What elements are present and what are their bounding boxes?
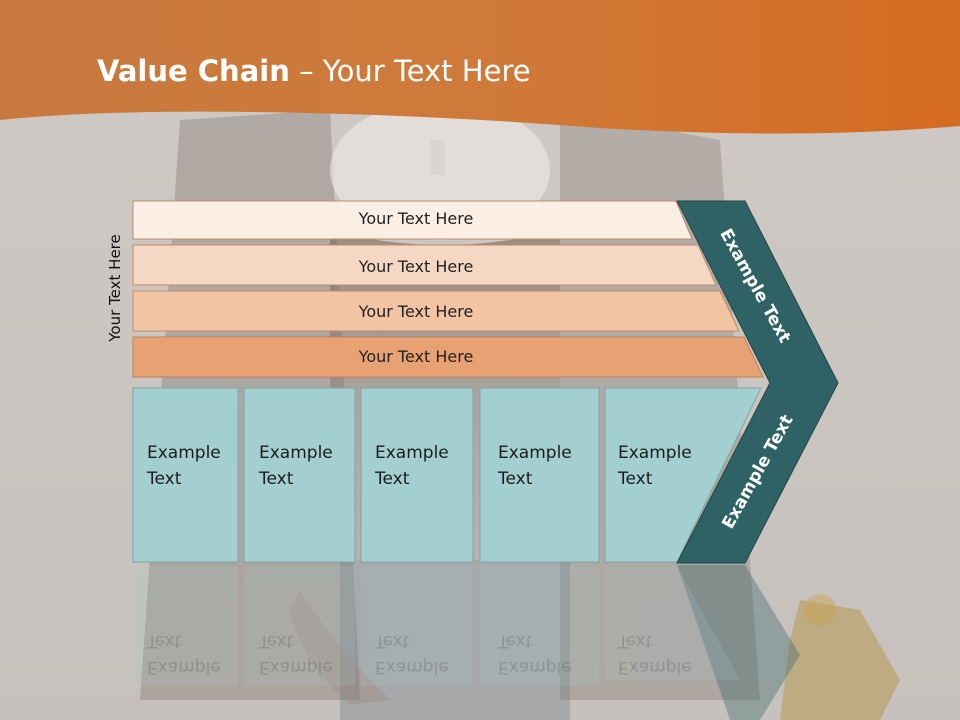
column-2-line2: Text: [259, 469, 294, 489]
title-rest: – Your Text Here: [289, 54, 531, 88]
row-4-label: Your Text Here: [358, 347, 474, 366]
row-1-label: Your Text Here: [358, 209, 474, 228]
column-3-shape: [360, 387, 474, 563]
column-4-shape: [479, 387, 600, 563]
column-2-shape: [243, 387, 356, 563]
column-4-label: Example Text: [498, 440, 572, 492]
column-4-line2: Text: [498, 469, 533, 489]
row-2-shape: [132, 244, 717, 286]
column-3-label: Example Text: [375, 440, 449, 492]
row-4-shape: [132, 336, 764, 378]
row-1-shape: [132, 200, 693, 240]
column-1-label: Example Text: [147, 440, 221, 492]
column-1-shape: [132, 387, 239, 563]
columns-reflection: [133, 566, 740, 686]
column-1-line2: Text: [147, 469, 182, 489]
column-3-line2: Text: [375, 469, 410, 489]
title-bold: Value Chain: [97, 54, 290, 88]
row-2-label: Your Text Here: [358, 257, 474, 276]
column-4-line1: Example: [498, 443, 572, 463]
column-2-line1: Example: [259, 443, 333, 463]
chevron-reflection: [677, 565, 800, 720]
header-band: [0, 0, 960, 134]
column-5-line2: Text: [618, 469, 653, 489]
column-5-line1: Example: [618, 443, 692, 463]
chevron-shape: [676, 200, 839, 564]
row-3-shape: [132, 290, 740, 332]
row-3-label: Your Text Here: [358, 302, 474, 321]
column-2-label: Example Text: [259, 440, 333, 492]
column-1-line1: Example: [147, 443, 221, 463]
column-3-line1: Example: [375, 443, 449, 463]
page-title: Value Chain – Your Text Here: [97, 54, 531, 88]
column-5-label: Example Text: [618, 440, 692, 492]
